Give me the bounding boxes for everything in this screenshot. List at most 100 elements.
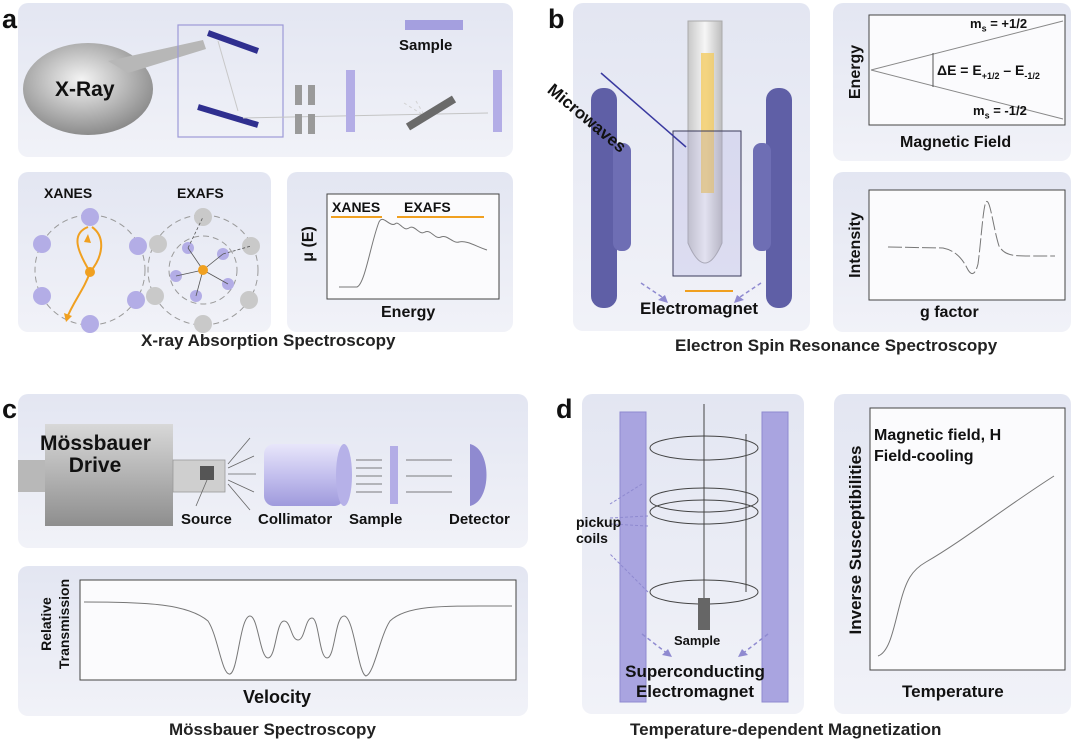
- source-holder: [172, 459, 226, 493]
- detector-i0: [346, 70, 355, 132]
- xray-label: X-Ray: [55, 78, 115, 101]
- collimator: [264, 444, 344, 506]
- drive-label-line1: Mössbauer: [40, 432, 151, 455]
- xas-xlabel: Energy: [381, 304, 436, 321]
- esr-spectrum-plot: [868, 189, 1066, 301]
- atom: [194, 208, 212, 226]
- pickup-coil-mid2: [649, 499, 759, 525]
- susceptibility-plot-title: Magnetic field, H Field-cooling: [874, 425, 1001, 467]
- atom: [146, 287, 164, 305]
- susceptibility-plot: [869, 407, 1066, 671]
- level-split-upper: [870, 20, 1064, 71]
- magnet-wall-left: [619, 411, 647, 703]
- esr-derivative-line: [887, 201, 1055, 274]
- inverse-susceptibility-ylabel: Inverse Susceptibilities: [846, 445, 865, 635]
- scattering-path-xanes: [65, 226, 103, 321]
- magnet-pole-right: [766, 88, 792, 308]
- detector-it: [493, 70, 502, 132]
- magnet-wall-right: [761, 411, 789, 703]
- absorber-atom: [85, 267, 95, 277]
- detector-label: Detector: [449, 511, 510, 528]
- xanes-exafs-diagram: [33, 208, 260, 333]
- source-label: Source: [181, 511, 232, 528]
- atom: [149, 235, 167, 253]
- atom: [81, 208, 99, 226]
- drive-shaft: [18, 460, 46, 492]
- energy-plot-frame: [868, 14, 1066, 126]
- superconducting-magnet-label: Superconducting Electromagnet: [610, 662, 780, 702]
- xas-setup-diagram: [23, 20, 502, 138]
- esr-energy-diagram: [868, 14, 1066, 126]
- magnet-label-line1: Superconducting: [625, 662, 765, 681]
- sample-label-a: Sample: [399, 37, 453, 54]
- magnet-label-line2: Electromagnet: [635, 682, 755, 701]
- sample-d: [698, 598, 710, 630]
- esr-plot-frame: [868, 189, 1066, 301]
- slit-1: [295, 85, 302, 105]
- panel-letter-c: c: [2, 394, 18, 424]
- atom: [33, 287, 51, 305]
- drive-label: Mössbauer Drive: [40, 432, 151, 477]
- delta-e-label: ΔE = E+1/2 – E-1/2: [937, 62, 1040, 81]
- squid-setup-diagram: [609, 404, 789, 703]
- exafs-label: EXAFS: [177, 185, 224, 201]
- temperature-xlabel: Temperature: [902, 682, 1004, 701]
- magnetic-field-xlabel: Magnetic Field: [900, 134, 1012, 151]
- mossbauer-ylabel-2: Transmission: [56, 578, 72, 670]
- atom: [81, 315, 99, 333]
- mossbauer-setup-diagram: [18, 424, 487, 526]
- mossbauer-sextet-line: [83, 601, 513, 677]
- xas-spectrum-plot: [326, 193, 500, 300]
- mossbauer-ylabel-1: Relative: [38, 597, 54, 651]
- ms-minus-label: ms = -1/2: [973, 103, 1027, 121]
- sample-label-d: Sample: [674, 633, 721, 648]
- caption-b: Electron Spin Resonance Spectroscopy: [675, 336, 998, 355]
- mossbauer-spectrum-plot: [79, 579, 517, 681]
- energy-ylabel: Energy: [847, 44, 864, 100]
- mossbauer-plot-frame: [79, 579, 517, 681]
- pickup-coil-mid1: [649, 487, 759, 513]
- intensity-ylabel: Intensity: [847, 212, 864, 278]
- sample-c: [390, 446, 398, 504]
- absorber-atom: [198, 265, 208, 275]
- level-split-lower: [870, 69, 1064, 120]
- xanes-label: XANES: [44, 185, 93, 201]
- panel-letter-b: b: [548, 4, 565, 34]
- monochromator-box: [177, 24, 284, 138]
- caption-a: X-ray Absorption Spectroscopy: [141, 331, 396, 350]
- plot-title-line2: Field-cooling: [874, 448, 974, 465]
- crystal-1: [206, 30, 260, 54]
- electromagnet-label: Electromagnet: [640, 299, 759, 318]
- xas-ylabel: μ (E): [300, 226, 317, 262]
- velocity-xlabel: Velocity: [243, 687, 312, 707]
- xas-plot-xanes-label: XANES: [332, 199, 381, 215]
- atom: [242, 237, 260, 255]
- susceptibility-plot-frame: [869, 407, 1066, 671]
- atom: [33, 235, 51, 253]
- atom: [194, 315, 212, 333]
- atom: [127, 291, 145, 309]
- microwave-guide: [600, 72, 687, 148]
- plot-title-line1: Magnetic field, H: [874, 427, 1002, 444]
- xray-beam-cone: [108, 40, 206, 73]
- pickup-coils-line1: pickup: [576, 514, 622, 530]
- panel-letter-d: d: [556, 394, 573, 424]
- collimator-label: Collimator: [258, 511, 333, 528]
- cavity-box: [672, 130, 742, 277]
- pickup-coils-line2: coils: [576, 530, 608, 546]
- mossbauer-drive-box: [45, 424, 173, 526]
- atom: [129, 237, 147, 255]
- pickup-coils-label: pickup coils: [576, 514, 621, 546]
- sample-in-tube: [701, 53, 714, 193]
- sample-label-c: Sample: [349, 511, 403, 528]
- caption-c: Mössbauer Spectroscopy: [169, 720, 376, 739]
- xas-spectrum-line: [339, 218, 488, 288]
- panel-letter-a: a: [2, 4, 18, 34]
- crystal-2: [197, 104, 259, 128]
- plot-frame: [326, 193, 500, 300]
- magnet-pole-left: [591, 88, 617, 308]
- sample-marker: [405, 20, 463, 30]
- xas-plot-exafs-label: EXAFS: [404, 199, 451, 215]
- atom: [240, 291, 258, 309]
- source: [200, 466, 214, 480]
